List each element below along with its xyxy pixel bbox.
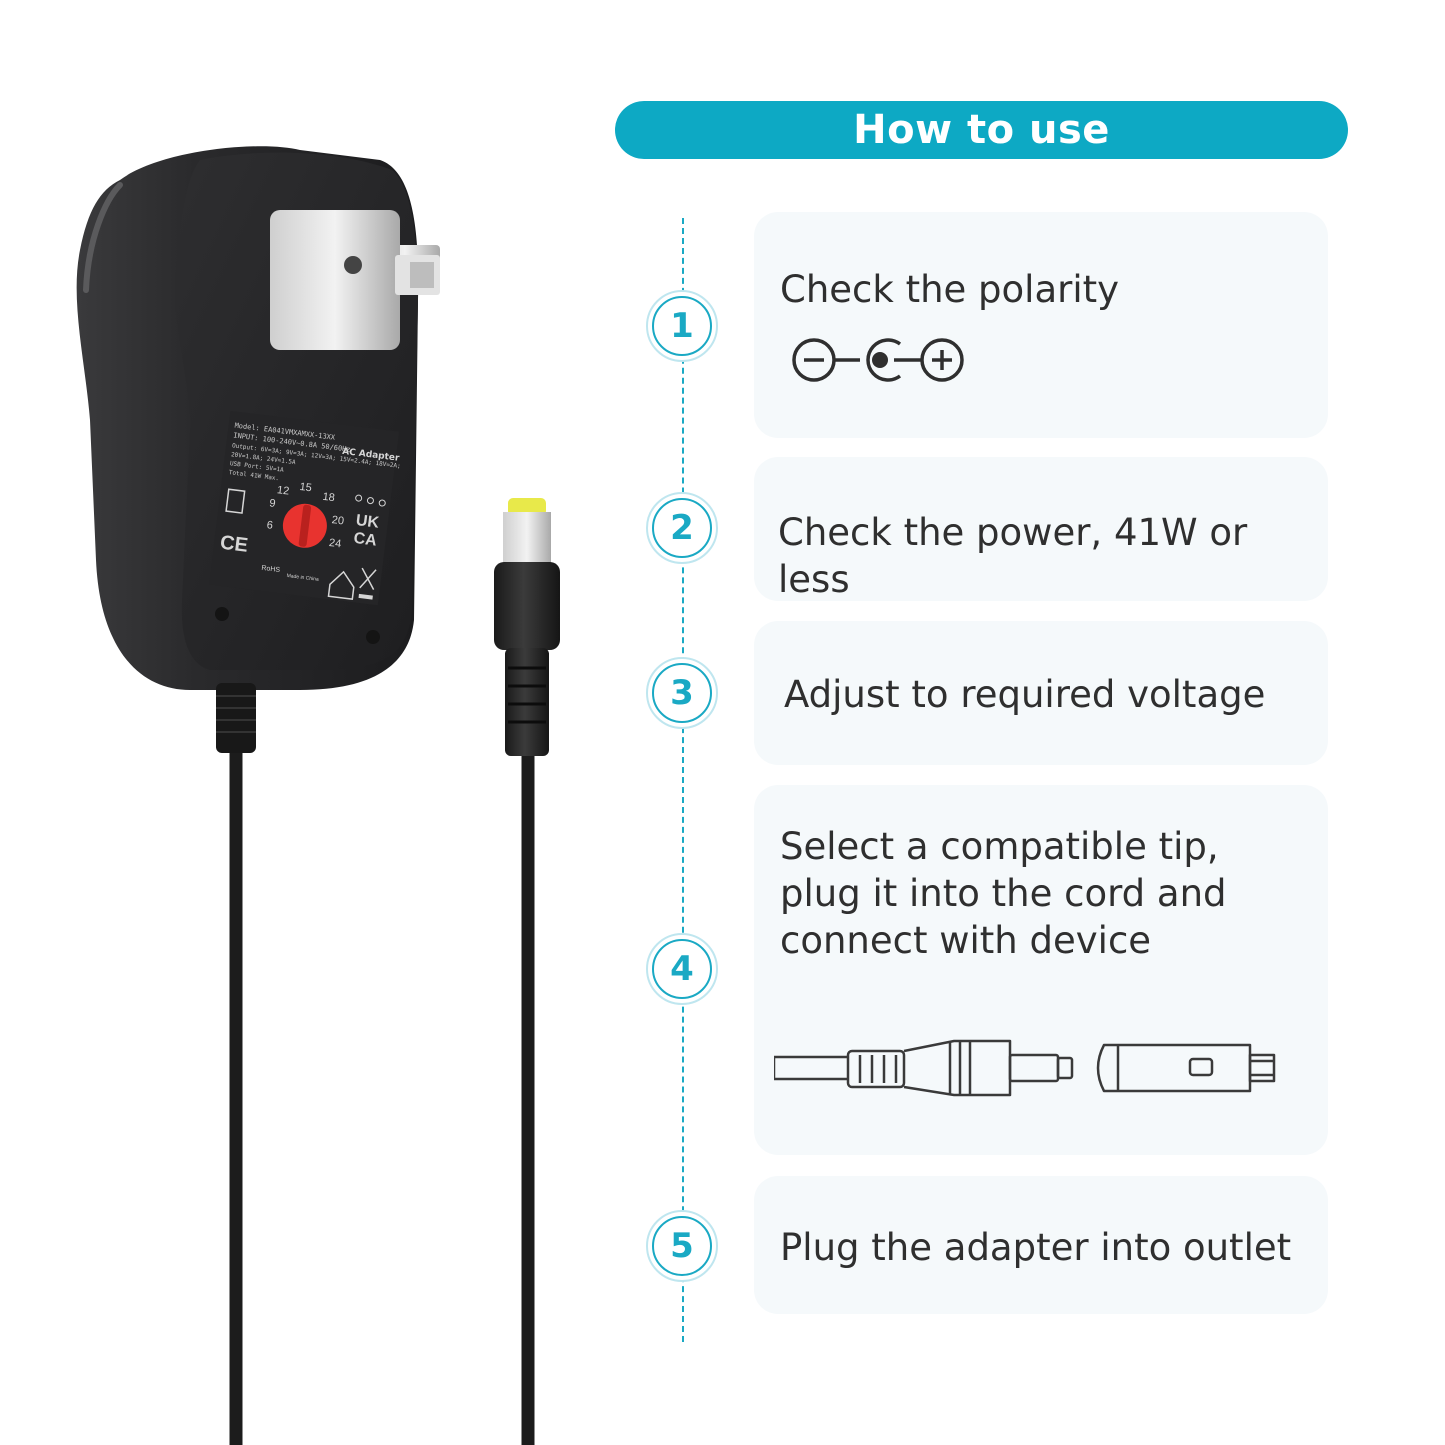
header-title: How to use (853, 107, 1110, 153)
dial-value: 20 (331, 514, 345, 527)
step-number-5: 5 (646, 1210, 718, 1282)
step-card-1: Check the polarity (754, 212, 1328, 438)
indoor-use-icon (327, 570, 355, 600)
step-text: Check the power, 41W or less (778, 511, 1248, 601)
dc-plug-icon (494, 498, 560, 756)
step-number-3: 3 (646, 657, 718, 729)
timeline-line (682, 218, 684, 1342)
step-text: Select a compatible tip, plug it into th… (780, 825, 1227, 962)
step-text: Check the polarity (780, 268, 1120, 311)
connector-tip-icon (774, 1039, 1276, 1097)
ukca-mark: CA (353, 530, 378, 550)
adapter-label: Model: EA041VMXAMXX-13XX INPUT: 100-240V… (209, 410, 401, 606)
how-to-use-header: How to use (615, 101, 1348, 159)
strain-relief (216, 683, 256, 753)
dial-value: 15 (299, 481, 313, 494)
step-number-2: 2 (646, 492, 718, 564)
weee-bin-icon (359, 567, 377, 590)
step-text: Adjust to required voltage (784, 673, 1266, 716)
step-card-2: Check the power, 41W or less (754, 457, 1328, 601)
double-insulation-icon (225, 488, 246, 514)
step-text: Plug the adapter into outlet (780, 1226, 1292, 1269)
made-in-label: Made in China (286, 573, 319, 583)
dial-value: 18 (322, 491, 336, 504)
rohs-mark: RoHS (261, 565, 281, 574)
dial-value: 9 (269, 497, 277, 510)
ukca-mark: UK (355, 512, 380, 532)
ce-mark: CE (219, 532, 249, 557)
dial-value: 24 (328, 537, 342, 550)
step-number-1: 1 (646, 290, 718, 362)
step-number-4: 4 (646, 933, 718, 1005)
step-card-5: Plug the adapter into outlet (754, 1176, 1328, 1314)
step-card-4: Select a compatible tip, plug it into th… (754, 785, 1328, 1155)
dial-value: 6 (266, 519, 274, 532)
dial-value: 12 (276, 484, 290, 497)
polarity-icon (792, 338, 964, 382)
step-card-3: Adjust to required voltage (754, 621, 1328, 765)
ac-adapter-image: Model: EA041VMXAMXX-13XX INPUT: 100-240V… (76, 146, 560, 1445)
